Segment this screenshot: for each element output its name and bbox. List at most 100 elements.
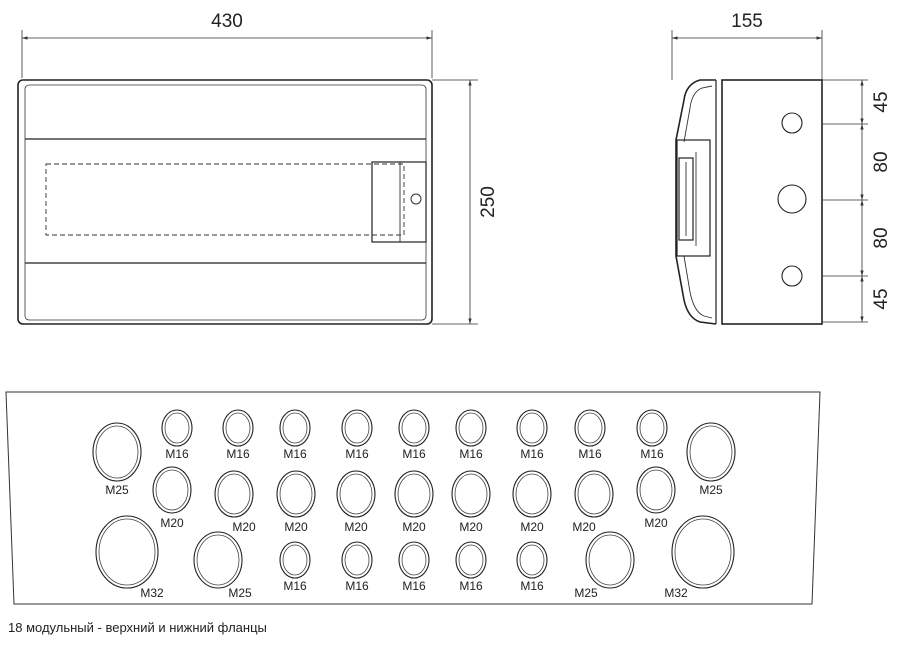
enclosure-front-inner [24, 84, 427, 321]
knockout-inner-ring [344, 544, 370, 576]
knockout-m32 [95, 515, 159, 589]
knockout-size-label: M32 [140, 586, 164, 600]
knockout-inner-ring [515, 473, 549, 515]
knockout-inner-ring [519, 412, 545, 444]
knockout-inner-ring [279, 473, 313, 515]
knockout-size-label: M25 [574, 586, 598, 600]
front-view: 430 250 [17, 11, 499, 325]
knockout-m25 [193, 531, 243, 589]
knockout-size-label: M16 [283, 579, 307, 593]
knockout-size-label: M16 [520, 447, 544, 461]
knockout-size-label: M25 [699, 483, 723, 497]
knockout-m16 [574, 409, 606, 447]
knockout-inner-ring [339, 473, 373, 515]
knockout-size-label: M20 [160, 516, 184, 530]
knockout-inner-ring [689, 425, 733, 479]
enclosure-side-body [721, 79, 823, 325]
knockout-size-label: M16 [402, 579, 426, 593]
flange-outline [5, 391, 821, 605]
knockout-inner-ring [458, 544, 484, 576]
knockout-m16 [636, 409, 668, 447]
knockout-inner-ring [282, 412, 308, 444]
height-dimension-label: 250 [478, 186, 499, 218]
knockout-inner-ring [196, 534, 240, 586]
knockout-size-label: M25 [228, 586, 252, 600]
knockout-inner-ring [164, 412, 190, 444]
knockout-size-label: M20 [459, 520, 483, 534]
knockout-m20 [636, 466, 676, 514]
knockout-m16 [516, 541, 548, 579]
knockout-size-label: M20 [284, 520, 308, 534]
depth-dimension-label: 155 [731, 11, 763, 32]
knockout-size-label: M20 [644, 516, 668, 530]
knockout-m16 [341, 409, 373, 447]
knockout-inner-ring [344, 412, 370, 444]
knockout-m16 [516, 409, 548, 447]
knockout-m16 [222, 409, 254, 447]
knockout-size-label: M16 [345, 447, 369, 461]
knockout-m25 [585, 531, 635, 589]
knockout-hole [781, 112, 803, 134]
knockout-m25 [686, 422, 736, 482]
enclosure-front-outline [17, 79, 433, 325]
knockout-inner-ring [225, 412, 251, 444]
knockout-m16 [398, 541, 430, 579]
width-dimension-label: 430 [211, 11, 243, 32]
knockout-inner-ring [519, 544, 545, 576]
side-view: 155 45 80 80 45 [671, 11, 892, 325]
knockout-inner-ring [577, 473, 611, 515]
knockout-size-label: M16 [283, 447, 307, 461]
knockout-m16 [279, 541, 311, 579]
knockout-size-label: M20 [520, 520, 544, 534]
knockout-size-label: M20 [344, 520, 368, 534]
lock-icon [410, 193, 422, 205]
knockout-size-label: M20 [572, 520, 596, 534]
knockout-size-label: M20 [232, 520, 256, 534]
knockout-inner-ring [397, 473, 431, 515]
knockout-size-label: M16 [578, 447, 602, 461]
caption: 18 модульный - верхний и нижний фланцы [8, 620, 267, 635]
knockout-size-label: M16 [226, 447, 250, 461]
knockout-inner-ring [577, 412, 603, 444]
knockout-size-label: M16 [640, 447, 664, 461]
knockout-inner-ring [458, 412, 484, 444]
knockout-m20 [336, 470, 376, 518]
knockout-m20 [574, 470, 614, 518]
door-profile [675, 79, 717, 325]
spacing-dimension-label: 80 [871, 151, 892, 172]
knockout-m20 [451, 470, 491, 518]
knockout-size-label: M16 [459, 579, 483, 593]
spacing-dimension-label: 45 [871, 288, 892, 309]
knockout-m20 [394, 470, 434, 518]
spacing-dimension-label: 45 [871, 91, 892, 112]
knockout-size-label: M16 [459, 447, 483, 461]
knockout-size-label: M25 [105, 483, 129, 497]
knockout-m16 [455, 541, 487, 579]
knockout-inner-ring [401, 544, 427, 576]
knockout-m16 [455, 409, 487, 447]
knockout-m32 [671, 515, 735, 589]
knockout-size-label: M16 [165, 447, 189, 461]
knockout-m16 [161, 409, 193, 447]
knockout-inner-ring [217, 473, 251, 515]
knockout-inner-ring [454, 473, 488, 515]
knockout-m16 [279, 409, 311, 447]
knockout-hole [777, 184, 807, 214]
knockout-m25 [92, 422, 142, 482]
din-rail-window [45, 163, 405, 236]
knockout-size-label: M32 [664, 586, 688, 600]
knockout-m20 [214, 470, 254, 518]
knockout-m16 [398, 409, 430, 447]
knockout-inner-ring [639, 469, 673, 511]
door-latch [371, 161, 427, 243]
knockout-inner-ring [95, 425, 139, 479]
knockout-inner-ring [639, 412, 665, 444]
knockout-m20 [512, 470, 552, 518]
knockout-inner-ring [401, 412, 427, 444]
knockout-inner-ring [674, 518, 732, 586]
knockout-size-label: M20 [402, 520, 426, 534]
knockout-inner-ring [588, 534, 632, 586]
knockout-m16 [341, 541, 373, 579]
